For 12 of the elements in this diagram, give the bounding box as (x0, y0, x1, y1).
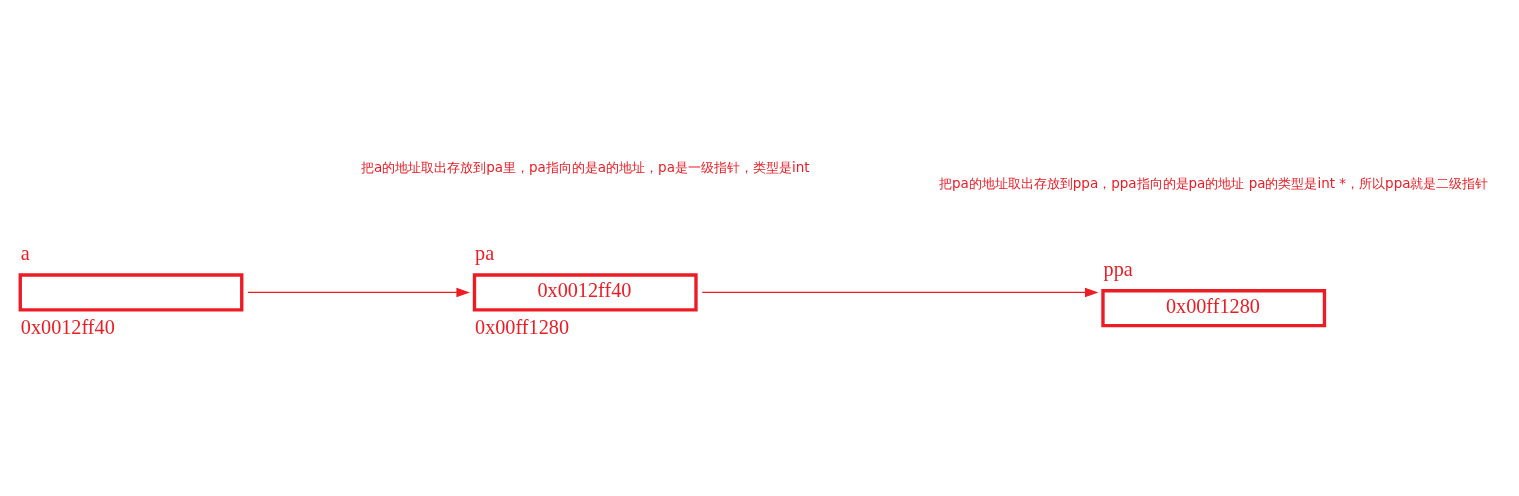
node-box: 0x0012ff40 (472, 273, 698, 312)
node-label: a (20, 242, 30, 265)
label: 把a的地址取出存放到pa里，pa指向的是a的地址，pa是一级指针，类型是int (360, 159, 810, 176)
node-box: 0x00ff1280 (1101, 289, 1327, 328)
label: 把pa的地址取出存放到ppa，ppa指向的是pa的地址 pa的类型是int *，所以ppa就是二级指针 (938, 174, 1489, 191)
arrow (701, 287, 1099, 298)
node-label: ppa (1103, 258, 1133, 280)
node-box (18, 273, 244, 312)
node-label: 0x0012ff40 (20, 316, 115, 339)
node-label: 0x00ff1280 (475, 316, 570, 339)
arrow (247, 287, 470, 298)
node-label: pa (475, 242, 495, 265)
